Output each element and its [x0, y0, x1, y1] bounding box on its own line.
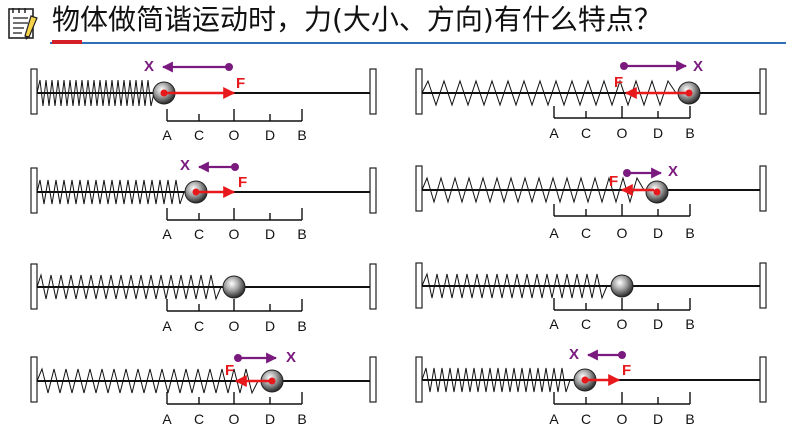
scale-label-c: C [194, 127, 204, 143]
scale-label-b: B [297, 318, 306, 334]
scale-label-a: A [549, 316, 559, 332]
scale-label-a: A [549, 411, 559, 427]
scale-label-a: A [162, 411, 172, 427]
spring [36, 367, 259, 395]
scale-label-a: A [162, 226, 172, 242]
force-label: F [225, 362, 234, 379]
scale-label-a: A [162, 318, 172, 334]
scale-label-a: A [162, 127, 172, 143]
displacement-label: X [180, 157, 190, 174]
scale-label-a: A [549, 225, 559, 241]
scale-label-c: C [581, 316, 591, 332]
left-wall [415, 262, 423, 309]
left-wall [30, 356, 38, 403]
panel-right-1: F X A C O D B [415, 58, 767, 141]
scale-label-a: A [549, 125, 559, 141]
panel-left-4: F X A C O D B [30, 349, 377, 427]
panel-left-3: A C O D B [30, 263, 377, 334]
right-wall [759, 356, 767, 403]
spring [36, 79, 155, 107]
notebook-pencil-icon [8, 8, 38, 40]
right-wall [369, 68, 377, 115]
scale-label-c: C [581, 125, 591, 141]
spring [36, 179, 185, 205]
scale-label-o: O [229, 411, 240, 427]
spring [421, 272, 608, 300]
panel-left-2: F X A C O D B [30, 157, 377, 242]
scale-label-b: B [297, 226, 306, 242]
scale-label-d: D [265, 127, 275, 143]
scale-label-b: B [297, 411, 306, 427]
scale-label-c: C [194, 411, 204, 427]
displacement-label: X [569, 346, 579, 363]
scale-label-b: B [685, 411, 694, 427]
right-wall [369, 356, 377, 403]
spring [421, 176, 645, 204]
force-label: F [238, 174, 247, 191]
scale-label-b: B [685, 125, 694, 141]
scale-label-b: B [297, 127, 306, 143]
scale-label-c: C [194, 318, 204, 334]
title-accent-bar [52, 40, 82, 44]
displacement-label: X [286, 349, 296, 366]
page-title: 物体做简谐运动时，力(大小、方向)有什么特点？ [52, 3, 662, 36]
scale-label-d: D [653, 225, 663, 241]
force-label: F [622, 362, 631, 379]
left-wall [415, 165, 423, 212]
right-wall [759, 262, 767, 309]
scale-label-d: D [653, 316, 663, 332]
right-wall [369, 167, 377, 214]
scale-label-c: C [581, 411, 591, 427]
scale-label-b: B [685, 316, 694, 332]
right-wall [369, 263, 377, 310]
panel-right-4: F X A C O D B [415, 346, 767, 427]
scale-label-b: B [685, 225, 694, 241]
displacement-label: X [144, 58, 154, 75]
force-label: F [614, 74, 623, 91]
title-underline [50, 42, 786, 44]
header: 物体做简谐运动时，力(大小、方向)有什么特点？ [0, 0, 794, 48]
right-wall [759, 68, 767, 115]
force-label: F [609, 173, 618, 190]
left-wall [30, 68, 38, 115]
force-label: F [236, 75, 245, 92]
spring [36, 273, 222, 301]
scale-label-d: D [265, 411, 275, 427]
scale-label-o: O [617, 225, 628, 241]
scale-label-d: D [265, 318, 275, 334]
scale-label-d: D [265, 226, 275, 242]
left-wall [30, 263, 38, 310]
scale-label-d: D [653, 411, 663, 427]
scale-label-o: O [617, 316, 628, 332]
left-wall [30, 167, 38, 214]
scale-label-o: O [229, 127, 240, 143]
panel-left-1: F X A C O D B [30, 58, 377, 143]
scale-label-c: C [194, 226, 204, 242]
right-wall [759, 165, 767, 212]
scale-label-o: O [617, 125, 628, 141]
displacement-label: X [668, 163, 678, 180]
left-wall [415, 356, 423, 403]
scale-label-o: O [229, 226, 240, 242]
panel-right-3: A C O D B [415, 262, 767, 332]
left-wall [415, 68, 423, 115]
scale-label-o: O [617, 411, 628, 427]
scale-label-d: D [653, 125, 663, 141]
scale-label-c: C [581, 225, 591, 241]
scale-label-o: O [229, 318, 240, 334]
displacement-label: X [693, 58, 703, 75]
ball [610, 274, 634, 298]
ball [222, 275, 246, 299]
panel-right-2: F X A C O D B [415, 163, 767, 241]
spring [421, 367, 571, 393]
